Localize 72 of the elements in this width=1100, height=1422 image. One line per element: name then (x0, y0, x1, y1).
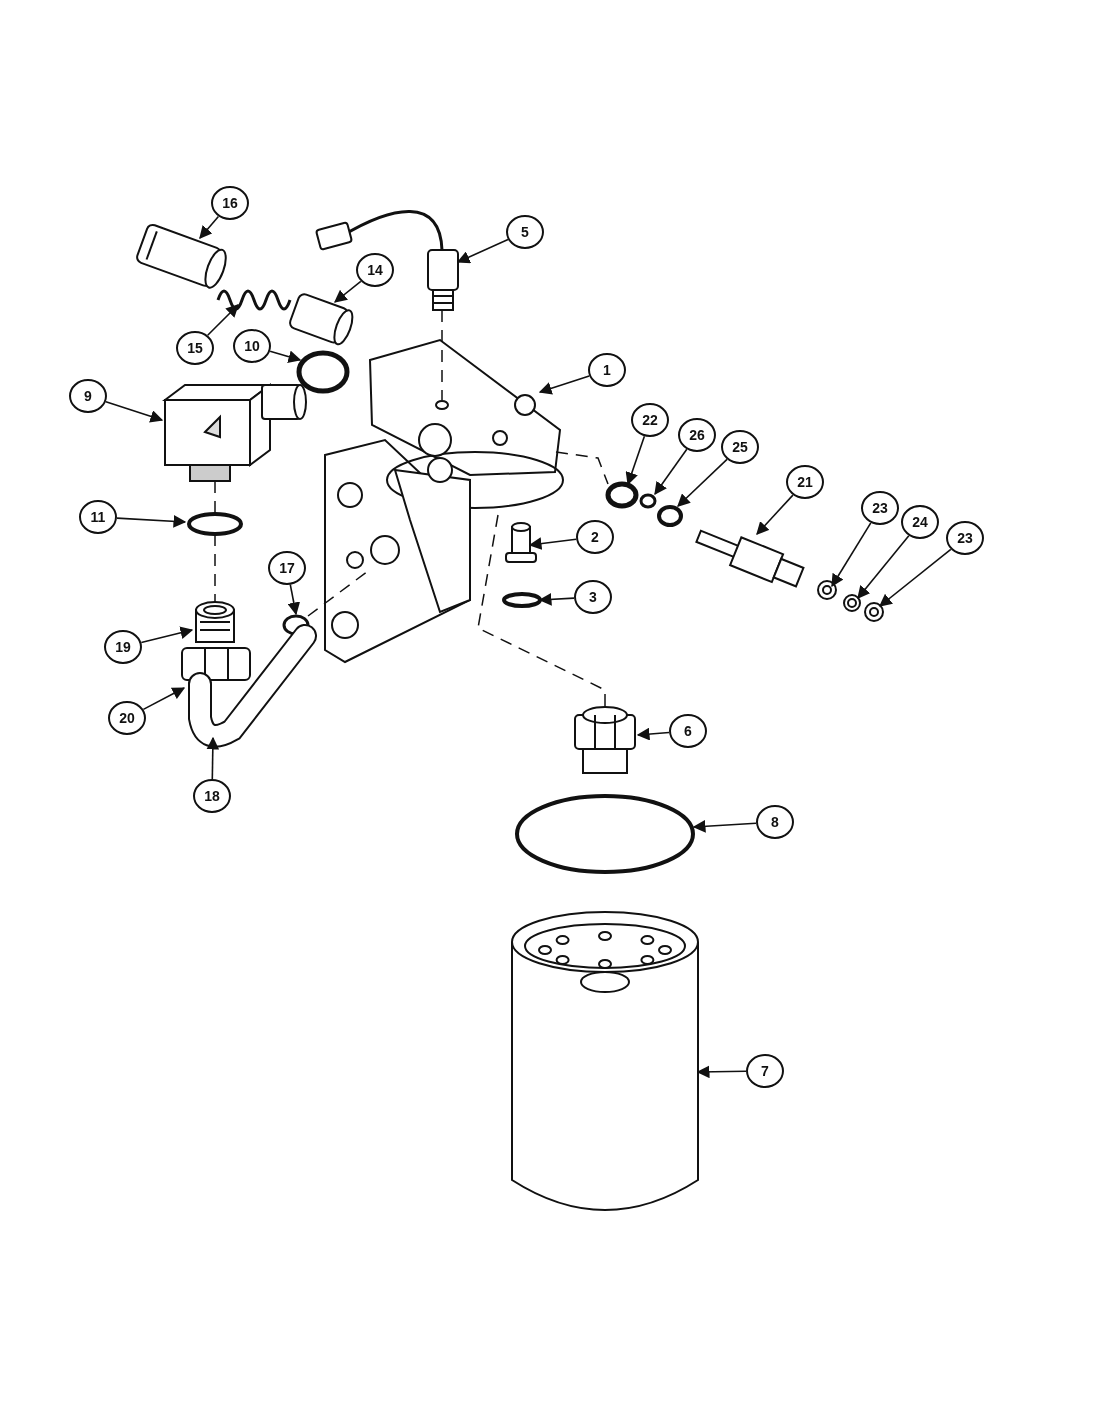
callout-number: 19 (104, 630, 142, 664)
callout-number: 10 (233, 329, 271, 363)
callout-number: 8 (756, 805, 794, 839)
callout-number: 7 (746, 1054, 784, 1088)
leader-line (528, 537, 577, 550)
sensor (314, 210, 459, 311)
alignment-line (477, 514, 606, 708)
callout-number: 21 (786, 465, 824, 499)
callout-number: 11 (79, 500, 117, 534)
leader-line (287, 583, 301, 616)
hex-nut (181, 647, 251, 681)
leader-line (456, 238, 509, 264)
leader-line (206, 304, 239, 337)
callout-number: 5 (506, 215, 544, 249)
leader-line (677, 458, 728, 507)
alignment-line (214, 480, 216, 515)
fitting (195, 601, 235, 643)
callout-number: 17 (268, 551, 306, 585)
leader-line (538, 375, 590, 395)
o-ring (657, 505, 683, 527)
leader-line (857, 534, 910, 599)
leader-line (140, 626, 194, 644)
valve-block (162, 383, 307, 482)
o-ring (639, 493, 657, 509)
leader-line (105, 401, 164, 423)
leader-line (334, 280, 362, 303)
callout-number: 15 (176, 331, 214, 365)
callout-number: 26 (678, 418, 716, 452)
nut (864, 602, 884, 622)
callout-number: 22 (631, 403, 669, 437)
leader-line (879, 548, 952, 607)
washer (843, 594, 861, 612)
adapter (574, 706, 636, 774)
leader-line (269, 350, 302, 363)
leader-line (756, 494, 794, 535)
callout-number: 1 (588, 353, 626, 387)
o-ring (282, 614, 310, 636)
filter-canister (511, 911, 699, 1211)
leader-line (696, 1065, 747, 1079)
callout-number: 18 (193, 779, 231, 813)
leader-line (692, 819, 757, 833)
leader-line (654, 448, 688, 496)
leader-line (538, 592, 575, 606)
o-ring (187, 512, 243, 536)
callout-number: 2 (576, 520, 614, 554)
callout-number: 23 (861, 491, 899, 525)
leader-line (142, 687, 186, 711)
callout-number: 6 (669, 714, 707, 748)
callout-number: 3 (574, 580, 612, 614)
o-ring (515, 794, 695, 874)
switch (695, 529, 805, 588)
alignment-line (555, 451, 609, 485)
washer (605, 481, 639, 509)
callout-number: 9 (69, 379, 107, 413)
nut (817, 580, 837, 600)
elbow-tube (188, 624, 317, 748)
leader-line (831, 522, 872, 588)
callout-number: 16 (211, 186, 249, 220)
o-ring (296, 350, 350, 394)
filter-head-drawing (324, 338, 564, 664)
leader-line (625, 435, 646, 486)
leader-line (116, 514, 187, 528)
callout-number: 24 (901, 505, 939, 539)
callout-number: 25 (721, 430, 759, 464)
callout-number: 20 (108, 701, 146, 735)
callout-number: 23 (946, 521, 984, 555)
leader-line (636, 727, 670, 741)
leader-line (199, 215, 220, 239)
leader-line (206, 736, 220, 780)
spring (216, 289, 292, 311)
alignment-line (214, 533, 216, 603)
alignment-line (441, 309, 443, 401)
